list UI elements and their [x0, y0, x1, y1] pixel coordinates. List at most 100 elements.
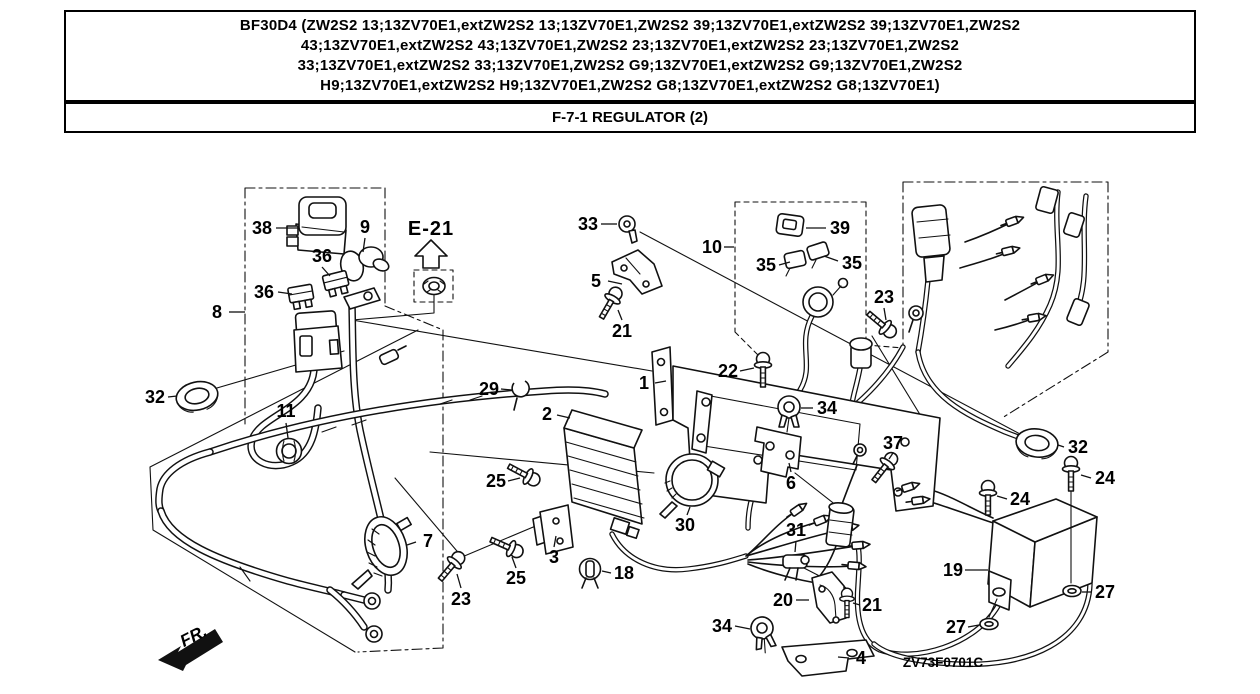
part-callout-27: 27 — [1095, 582, 1115, 602]
clamp-31 — [782, 554, 810, 581]
model-line: 33;13ZV70E1,extZW2S2 33;13ZV70E1,ZW2S2 G… — [297, 57, 963, 74]
callout-leader-line — [888, 452, 894, 460]
part-callout-21: 21 — [612, 321, 632, 341]
part-callout-10: 10 — [702, 237, 722, 257]
callout-leader-line — [1057, 444, 1065, 448]
part-callout-1: 1 — [639, 373, 649, 393]
callout-leader-line — [362, 237, 366, 253]
part-callout-6: 6 — [786, 473, 796, 493]
up-arrow-icon — [414, 239, 448, 269]
part-callout-5: 5 — [591, 271, 601, 291]
section-title-bar: F-7-1 REGULATOR (2) — [64, 102, 1196, 133]
callout-leader-line — [321, 266, 331, 277]
model-line: H9;13ZV70E1,extZW2S2 H9;13ZV70E1,ZW2S2 G… — [320, 77, 940, 94]
cross-ref-label: E-21 — [408, 218, 454, 240]
callout-leader-line — [654, 380, 667, 384]
part-callout-22: 22 — [718, 361, 738, 381]
part-callout-9: 9 — [360, 217, 370, 237]
bolt-24-shaft-line — [988, 490, 1072, 618]
main-harness-connectors — [911, 185, 1090, 327]
part-callout-23: 23 — [451, 589, 471, 609]
callout-leader-line — [167, 395, 178, 398]
part-callout-19: 19 — [943, 560, 963, 580]
fr-arrow-icon — [158, 629, 223, 671]
assembly-boundary-lines — [149, 181, 1109, 653]
callout-leader-line — [996, 495, 1008, 500]
callout-leader-line — [734, 625, 751, 630]
clip-29 — [511, 380, 530, 411]
clamp-11 — [275, 437, 303, 465]
callout-leader-line — [837, 656, 850, 659]
model-line: 43;13ZV70E1,extZW2S2 43;13ZV70E1,ZW2S2 2… — [300, 37, 960, 54]
part-callout-36: 36 — [312, 246, 332, 266]
flange-nut — [422, 276, 446, 296]
section-title: F-7-1 REGULATOR (2) — [551, 109, 709, 126]
fuse-holder-cylinder — [825, 502, 855, 548]
part-callout-36: 36 — [254, 282, 274, 302]
grommet-34 — [748, 614, 779, 656]
part-callout-37: 37 — [883, 433, 903, 453]
eyelet-terminal — [852, 443, 867, 465]
regulator-wire-and-branches — [609, 511, 857, 586]
part-callout-20: 20 — [773, 590, 793, 610]
wire-clamp-30 — [659, 453, 726, 519]
bracket-20 — [811, 571, 847, 624]
callout-leader-line — [607, 280, 623, 285]
callout-leader-line — [1080, 474, 1092, 479]
part-callout-34: 34 — [817, 398, 837, 418]
bolt-23 — [862, 305, 902, 343]
part-callout-4: 4 — [856, 648, 866, 668]
callout-leader-line — [285, 422, 289, 439]
part-callout-2: 2 — [542, 404, 552, 424]
callout-leader-line — [511, 556, 517, 569]
fuse-36 — [321, 269, 352, 299]
part-callout-8: 8 — [212, 302, 222, 322]
bolt-25 — [503, 457, 544, 491]
cdi-unit-19 — [987, 498, 1098, 611]
part-callout-18: 18 — [614, 563, 634, 583]
callout-leader-line — [406, 541, 417, 546]
callout-leader-line — [617, 309, 623, 321]
bolt-24 — [1061, 455, 1081, 492]
drawing-reference-code: ZV73F0701C — [903, 655, 984, 670]
grommet-32 — [1013, 425, 1061, 462]
bolt-25 — [486, 531, 527, 563]
bracket-4 — [781, 639, 875, 677]
connector-39 — [775, 213, 805, 237]
part-callout-32: 32 — [1068, 437, 1088, 457]
clip-33 — [618, 215, 638, 244]
connectors-35 — [783, 241, 830, 277]
part-callout-35: 35 — [842, 253, 862, 273]
part-callout-33: 33 — [578, 214, 598, 234]
part-callout-25: 25 — [506, 568, 526, 588]
part-callout-30: 30 — [675, 515, 695, 535]
part-callout-7: 7 — [423, 531, 433, 551]
part-callout-29: 29 — [479, 379, 499, 399]
fuse-36 — [286, 283, 316, 311]
part-callout-32: 32 — [145, 387, 165, 407]
callout-leader-line — [967, 624, 980, 628]
callout-leader-line — [852, 602, 861, 606]
part-callout-23: 23 — [874, 287, 894, 307]
part-callout-11: 11 — [276, 401, 295, 421]
bolt-24 — [978, 479, 998, 516]
part-callout-3: 3 — [549, 547, 559, 567]
starter-solenoid-8 — [293, 287, 407, 373]
connector-boot — [849, 337, 873, 369]
part-callout-27: 27 — [946, 617, 966, 637]
callout-leader-line — [686, 506, 691, 516]
eyelet-and-bolt-23 — [908, 305, 924, 333]
callout-leader-line — [556, 414, 571, 419]
part-callout-34: 34 — [712, 616, 732, 636]
part-callout-21: 21 — [862, 595, 882, 615]
bracket-3 — [532, 504, 574, 555]
part-callout-31: 31 — [786, 520, 806, 540]
callout-leader-line — [277, 291, 293, 295]
grommet-32 — [172, 377, 222, 416]
model-line: BF30D4 (ZW2S2 13;13ZV70E1,extZW2S2 13;13… — [239, 17, 1021, 34]
cross-ref-e21: E-21 — [408, 218, 454, 303]
round-connector-10 — [802, 277, 849, 318]
callout-leader-line — [794, 540, 797, 553]
